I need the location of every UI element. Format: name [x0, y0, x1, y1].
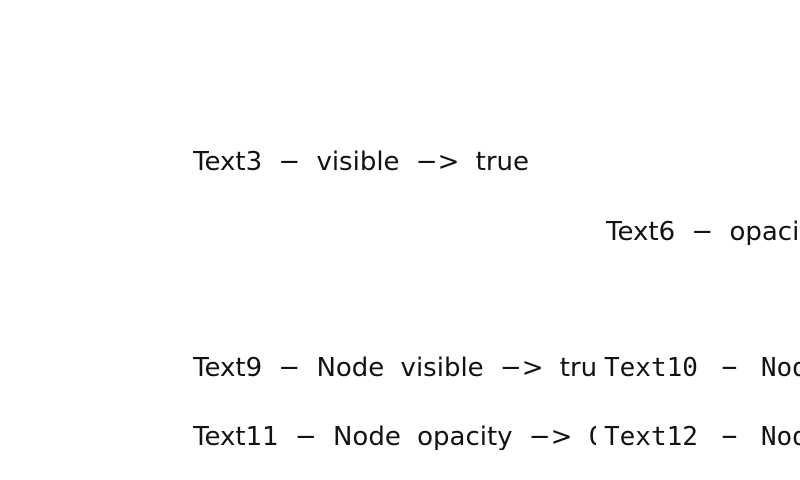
- text-item-text11: Text11 − Node opacity −> 0: [193, 424, 596, 450]
- text-item-text10: Text10 − Node: [604, 355, 800, 381]
- text-item-text6: Text6 − opacity: [606, 219, 800, 245]
- text-item-text9: Text9 − Node visible −> true: [193, 355, 596, 381]
- text-item-text12: Text12 − Node: [604, 424, 800, 450]
- text-item-text3: Text3 − visible −> true: [193, 149, 530, 175]
